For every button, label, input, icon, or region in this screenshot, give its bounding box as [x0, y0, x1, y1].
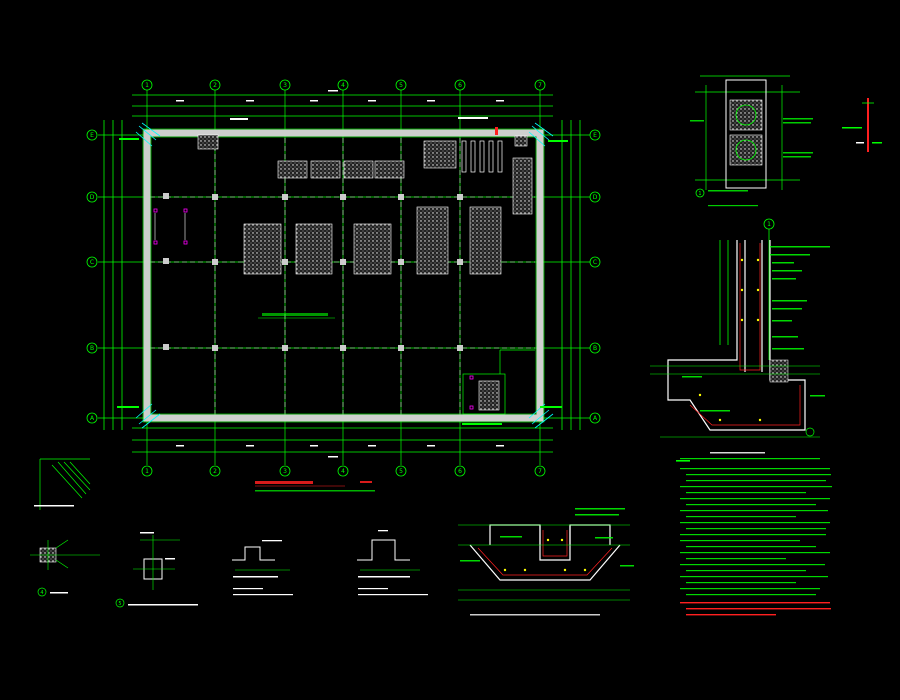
- svg-text:4: 4: [40, 590, 43, 596]
- foundation-plan: 1 2 3 4 5 6 7 1 2 3 4 5 6 7 E D C B A E: [86, 79, 601, 492]
- svg-text:3: 3: [283, 468, 287, 475]
- column-stubs: [163, 193, 463, 351]
- axis-bubble-6-bottom: 6: [454, 465, 466, 477]
- axis-bubble-1-bottom: 1: [141, 465, 153, 477]
- notes-block: [676, 460, 832, 616]
- trench-strips: [461, 140, 503, 173]
- svg-text:6: 6: [458, 82, 462, 89]
- svg-text:1: 1: [698, 191, 701, 197]
- wall-section-detail: 1: [650, 218, 830, 460]
- axis-bubble-3-bottom: 3: [279, 465, 291, 477]
- beam-detail-2: [357, 530, 428, 596]
- notes-warning: [680, 602, 831, 616]
- svg-text:1: 1: [767, 221, 771, 228]
- detail-marker-1b: 1: [763, 218, 775, 230]
- interior-beam-lines: [150, 138, 535, 415]
- detail-marker-1a: 1: [695, 188, 705, 198]
- svg-text:3: 3: [283, 82, 287, 89]
- svg-text:5: 5: [118, 601, 121, 607]
- trench-section-detail: [458, 508, 634, 616]
- detail-marker-4: 4: [37, 587, 47, 597]
- svg-text:4: 4: [341, 468, 345, 475]
- axis-bubble-4-bottom: 4: [337, 465, 349, 477]
- svg-text:5: 5: [399, 82, 403, 89]
- right-dimension-lines: [561, 120, 581, 430]
- detail-marker-5: 5: [115, 598, 125, 608]
- left-dimension-lines: [103, 120, 123, 430]
- axis-bubble-6-top: 6: [454, 79, 466, 91]
- perimeter-wall: [142, 128, 545, 423]
- axis-bubbles-bottom: 1 2 3 4 5 6 7: [141, 465, 546, 477]
- svg-text:E: E: [593, 132, 597, 139]
- axis-bubbles-right: E D C B A: [589, 129, 601, 424]
- svg-text:D: D: [593, 194, 598, 201]
- pit-room: [462, 349, 535, 415]
- axis-bubble-7-bottom: 7: [534, 465, 546, 477]
- svg-text:7: 7: [538, 82, 542, 89]
- svg-text:4: 4: [341, 82, 345, 89]
- axis-bubble-D-right: D: [589, 191, 601, 203]
- dimension-text: [176, 90, 504, 458]
- top-dimension-lines: [132, 94, 553, 117]
- axis-bubble-2-top: 2: [209, 79, 221, 91]
- notes-lines: [680, 468, 832, 596]
- detail-1-section: 1: [690, 75, 813, 207]
- axis-bubble-A-left: A: [86, 412, 98, 424]
- svg-text:B: B: [90, 345, 94, 352]
- plan-title: [255, 481, 375, 492]
- axis-bubble-C-right: C: [589, 256, 601, 268]
- svg-text:5: 5: [399, 468, 403, 475]
- svg-text:C: C: [90, 259, 94, 266]
- corner-details: [135, 122, 554, 429]
- svg-text:2: 2: [213, 82, 217, 89]
- corner-hatch-detail: [34, 458, 91, 510]
- axis-bubble-2-bottom: 2: [209, 465, 221, 477]
- callout-labels: [117, 117, 568, 425]
- axis-bubble-D-left: D: [86, 191, 98, 203]
- svg-text:2: 2: [213, 468, 217, 475]
- bottom-dimension-lines: [132, 427, 553, 453]
- svg-text:E: E: [90, 132, 94, 139]
- svg-text:A: A: [593, 415, 598, 422]
- axis-bubble-5-bottom: 5: [395, 465, 407, 477]
- beam-detail-1: [232, 540, 293, 596]
- axis-bubble-B-left: B: [86, 342, 98, 354]
- axis-bubble-5-top: 5: [395, 79, 407, 91]
- axis-bubble-B-right: B: [589, 342, 601, 354]
- axis-bubble-7-top: 7: [534, 79, 546, 91]
- axis-bubble-4-top: 4: [337, 79, 349, 91]
- svg-text:A: A: [90, 415, 95, 422]
- axis-bubble-A-right: A: [589, 412, 601, 424]
- svg-text:D: D: [90, 194, 95, 201]
- svg-text:7: 7: [538, 468, 542, 475]
- axis-bubble-3-top: 3: [279, 79, 291, 91]
- magenta-markers: [153, 208, 474, 410]
- svg-text:C: C: [593, 259, 597, 266]
- axis-bubble-C-left: C: [86, 256, 98, 268]
- axis-bubble-1-top: 1: [141, 79, 153, 91]
- svg-text:6: 6: [458, 468, 462, 475]
- column-section-detail: 5: [115, 532, 198, 608]
- equipment-pads: [197, 134, 533, 411]
- svg-text:1: 1: [145, 82, 149, 89]
- svg-text:1: 1: [145, 468, 149, 475]
- axis-bubbles-top: 1 2 3 4 5 6 7: [141, 79, 546, 91]
- center-label: [258, 313, 335, 319]
- axis-bubbles-left: E D C B A: [86, 129, 98, 424]
- post-detail: [842, 98, 882, 152]
- svg-text:B: B: [593, 345, 597, 352]
- axis-bubble-E-right: E: [589, 129, 601, 141]
- column-base-detail: 4: [30, 539, 100, 597]
- axis-bubble-E-left: E: [86, 129, 98, 141]
